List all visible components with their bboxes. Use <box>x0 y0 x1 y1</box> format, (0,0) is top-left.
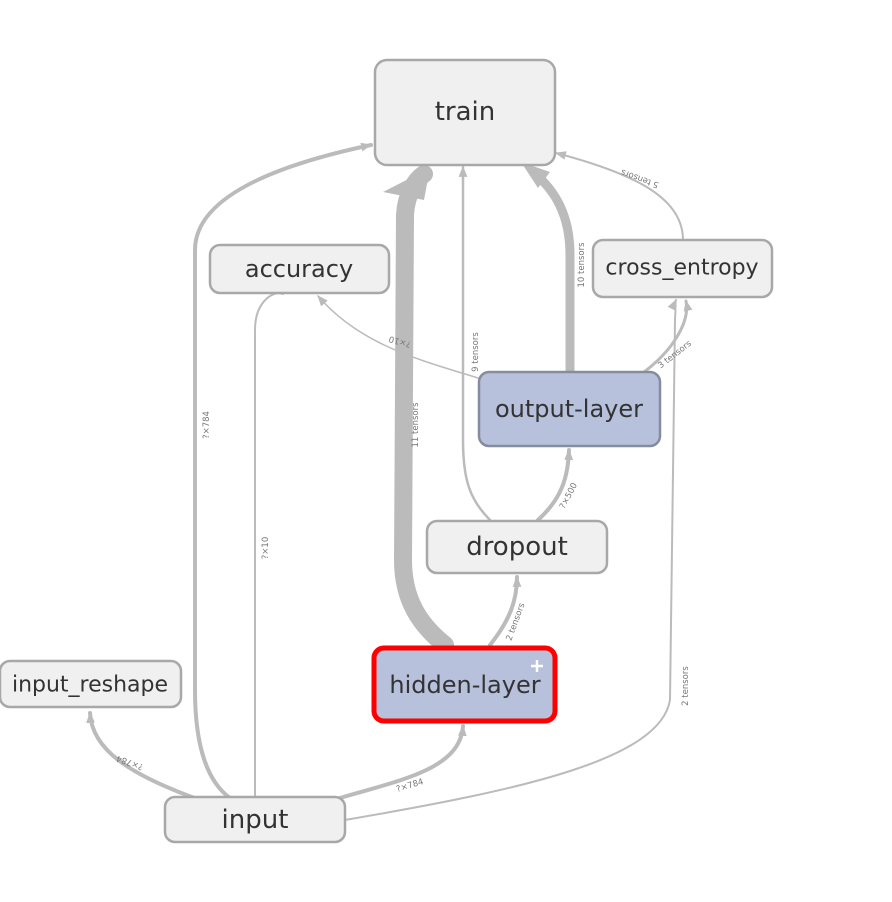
edge-input-to-input-reshape[interactable] <box>86 711 202 802</box>
node-cross-entropy[interactable]: cross_entropy <box>591 238 774 299</box>
node-accuracy-label: accuracy <box>245 255 353 283</box>
node-cross-entropy-label: cross_entropy <box>605 256 758 281</box>
node-accuracy[interactable]: accuracy <box>208 243 391 295</box>
edge-label-hidden-layer-to-train: 11 tensors <box>411 402 421 448</box>
node-output-layer[interactable]: output-layer <box>477 370 662 448</box>
edge-label-input-to-accuracy: ?×10 <box>261 537 271 559</box>
edge-label-dropout-to-train: 9 tensors <box>471 332 481 372</box>
node-hidden-layer-label: hidden-layer <box>389 671 540 699</box>
node-input-label: input <box>222 805 289 835</box>
node-input-reshape-label: input_reshape <box>12 673 168 698</box>
edge-input-to-hidden-layer[interactable] <box>331 724 467 802</box>
edge-output-layer-to-train[interactable] <box>521 162 575 375</box>
edge-label-input-to-train: ?×784 <box>202 411 212 439</box>
node-input-reshape[interactable]: input_reshape <box>0 659 183 709</box>
edge-dropout-to-output-layer[interactable] <box>536 448 574 522</box>
node-input[interactable]: input <box>163 795 347 844</box>
edge-label-input-to-cross-entropy: 2 tensors <box>681 666 691 706</box>
node-dropout-label: dropout <box>466 532 568 562</box>
plus-icon[interactable] <box>531 660 543 672</box>
edge-label-hidden-layer-to-dropout: 2 tensors <box>505 601 528 642</box>
edge-label-cross-entropy-to-train: 5 tensors <box>619 166 660 189</box>
node-hidden-layer[interactable]: hidden-layer <box>371 645 558 724</box>
edge-input-to-cross-entropy[interactable] <box>344 299 677 821</box>
node-train[interactable]: train <box>373 58 557 167</box>
edge-label-output-layer-to-train: 10 tensors <box>577 242 587 288</box>
edge-input-to-train[interactable] <box>193 142 373 800</box>
edge-output-layer-to-accuracy[interactable] <box>317 295 479 379</box>
edge-output-layer-to-cross-entropy[interactable] <box>638 299 693 377</box>
edge-hidden-layer-to-dropout[interactable] <box>488 575 522 647</box>
edge-dropout-to-train[interactable] <box>458 165 492 522</box>
node-dropout[interactable]: dropout <box>425 519 609 575</box>
edge-cross-entropy-to-train[interactable] <box>554 151 684 241</box>
node-output-layer-label: output-layer <box>495 395 643 423</box>
edge-hidden-layer-to-train[interactable] <box>383 165 454 654</box>
node-train-label: train <box>435 97 496 127</box>
